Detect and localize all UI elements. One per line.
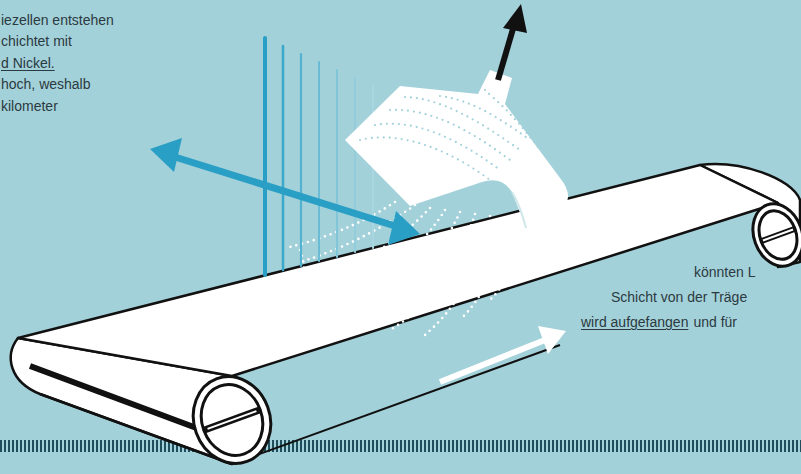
text-label: iezellen entstehen — [0, 12, 115, 29]
spray-dots — [280, 202, 520, 335]
text-label: chichtet mit — [0, 33, 73, 50]
text-label: und für — [692, 314, 738, 331]
belt-roller — [181, 366, 283, 474]
tick-bar — [0, 440, 801, 452]
feed-arrow — [498, 4, 527, 80]
text-label: könnten L — [693, 264, 757, 281]
text-label: Schicht von der Träge — [610, 289, 748, 306]
spray-nozzle — [345, 70, 568, 228]
text-label: kilometer — [0, 98, 59, 115]
conveyor-belt — [11, 164, 800, 464]
direction-arrow — [440, 326, 566, 382]
text-label: d Nickel. — [0, 55, 56, 72]
text-label: wird aufgefangen — [580, 314, 689, 331]
text-label: hoch, weshalb — [0, 76, 92, 93]
doctor-blades — [265, 38, 373, 275]
belt-roller — [745, 197, 801, 274]
